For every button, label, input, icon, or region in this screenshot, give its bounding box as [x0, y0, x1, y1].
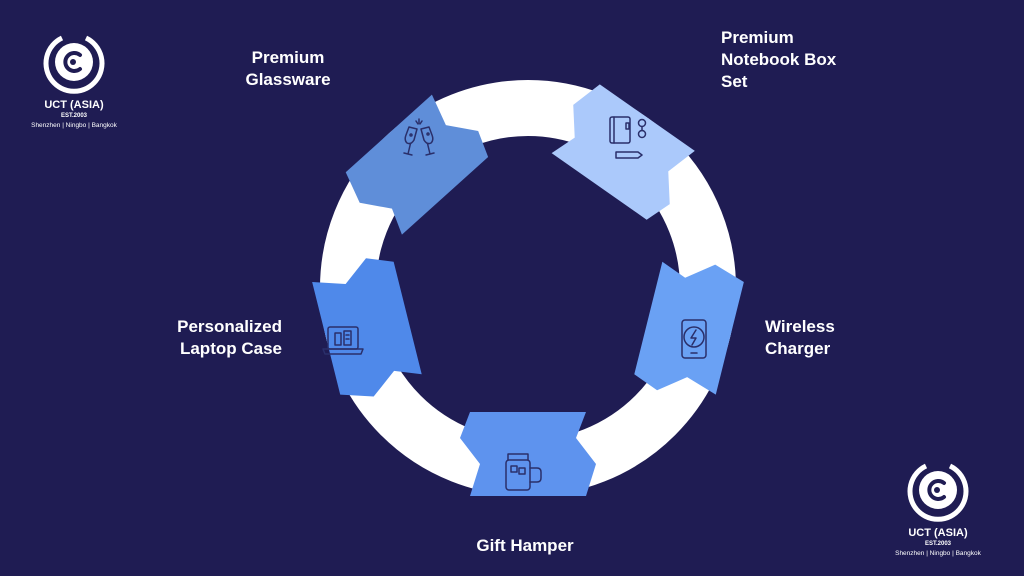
label-wireless-charger: Wireless Charger — [765, 316, 885, 360]
label-line: Personalized — [177, 317, 282, 336]
label-premium-glassware: Premium Glassware — [228, 47, 348, 91]
champagne-glasses-icon — [403, 118, 435, 156]
label-line: Notebook Box — [721, 50, 837, 69]
label-personalized-laptop-case: Personalized Laptop Case — [140, 316, 282, 360]
logo-locations: Shenzhen | Ningbo | Bangkok — [895, 550, 981, 557]
label-gift-hamper: Gift Hamper — [440, 535, 610, 557]
mug-icon — [505, 453, 542, 491]
label-line: Gift Hamper — [476, 536, 574, 555]
label-line: Glassware — [245, 70, 331, 89]
logo-established: EST.2003 — [924, 541, 952, 547]
label-line: Premium — [251, 48, 325, 67]
label-line: Set — [721, 72, 748, 91]
label-line: Laptop Case — [179, 339, 282, 358]
laptop-icon — [322, 326, 364, 355]
band-shape — [312, 258, 422, 397]
logo-name: UCT (ASIA) — [44, 99, 104, 111]
logo-name: UCT (ASIA) — [908, 527, 968, 539]
uct-logo-icon — [907, 463, 969, 522]
label-premium-notebook-box-set: Premium Notebook Box Set — [721, 27, 871, 93]
label-line: Wireless — [765, 317, 835, 336]
logo-top-left: UCT (ASIA) EST.2003 Shenzhen | Ningbo | … — [14, 30, 134, 131]
uct-logo-icon — [43, 35, 105, 94]
wireless-charger-icon — [681, 319, 707, 359]
notebook-pen-icon — [609, 116, 647, 159]
logo-established: EST.2003 — [60, 113, 88, 119]
logo-locations: Shenzhen | Ningbo | Bangkok — [31, 122, 117, 129]
label-line: Premium — [721, 28, 794, 47]
band-personalized-laptop-case — [312, 258, 422, 397]
label-line: Charger — [765, 339, 831, 358]
band-shape — [345, 94, 489, 235]
logo-bottom-right: UCT (ASIA) EST.2003 Shenzhen | Ningbo | … — [878, 458, 998, 559]
band-premium-glassware — [345, 94, 489, 235]
